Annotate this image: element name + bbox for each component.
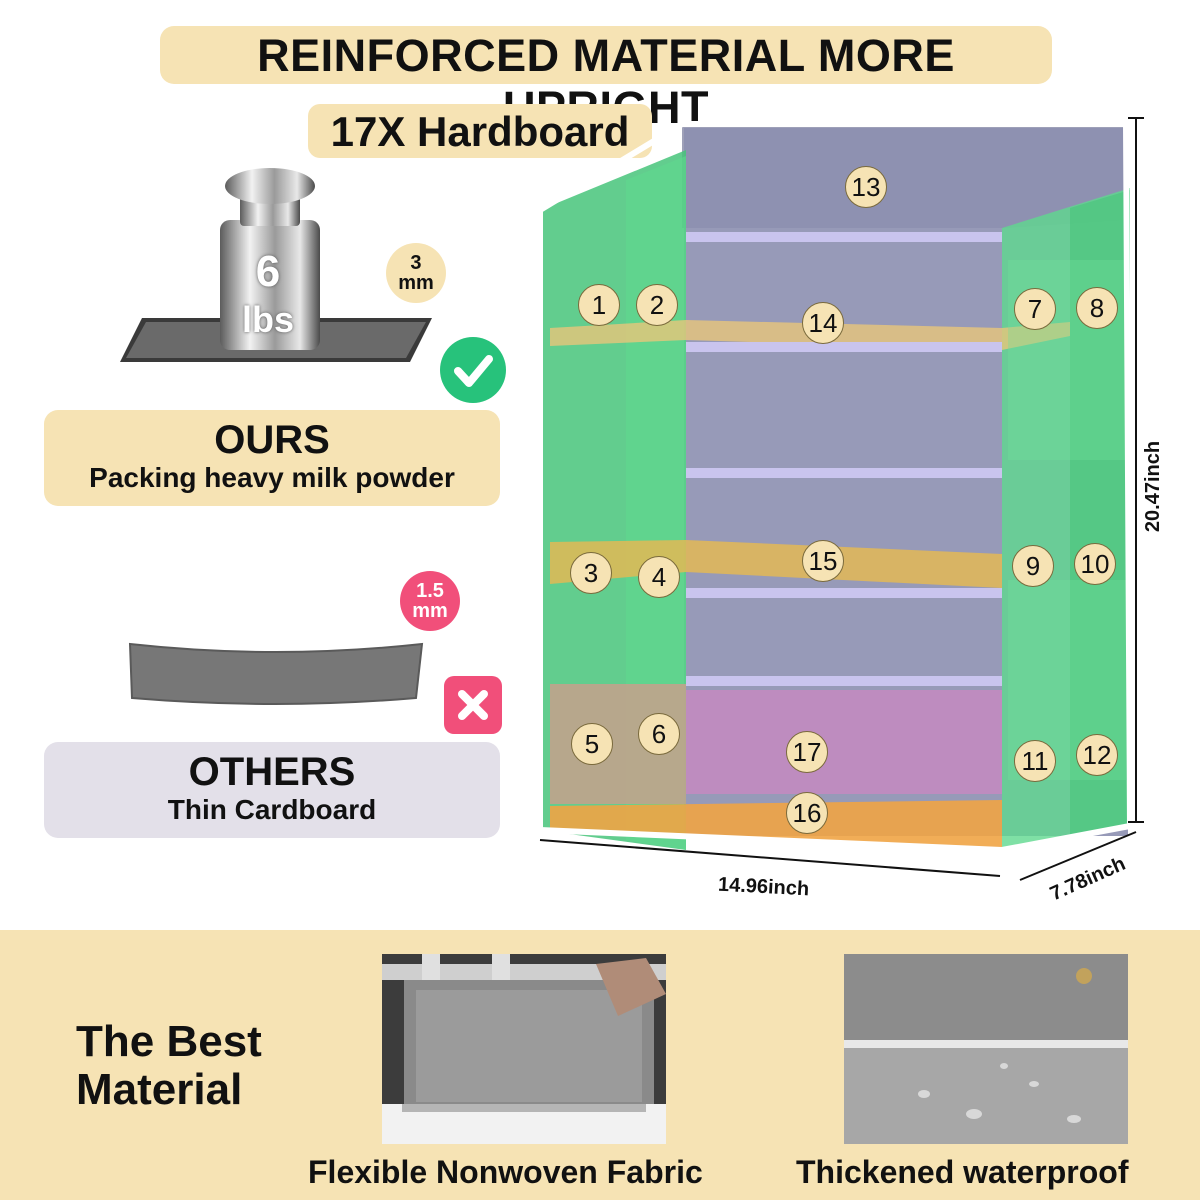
width-dimension-label: 14.96inch <box>717 873 810 901</box>
headline-banner: REINFORCED MATERIAL MORE UPRIGHT <box>160 26 1052 133</box>
compartment-number: 15 <box>802 540 844 582</box>
subheadline-text: 17X Hardboard <box>330 108 630 155</box>
compartment-number: 4 <box>638 556 680 598</box>
compartment-number: 6 <box>638 713 680 755</box>
weight-knob <box>225 168 315 204</box>
compartment-number: 2 <box>636 284 678 326</box>
compartment-number: 5 <box>571 723 613 765</box>
nonwoven-fabric-photo <box>382 954 666 1144</box>
ours-title: OURS <box>214 418 330 462</box>
compartment-number: 7 <box>1014 288 1056 330</box>
ours-description: Packing heavy milk powder <box>89 462 455 493</box>
compartment-number: 8 <box>1076 287 1118 329</box>
compartment-number: 1 <box>578 284 620 326</box>
compartment-number: 14 <box>802 302 844 344</box>
others-thickness-unit: mm <box>412 600 448 622</box>
photo1-caption: Flexible Nonwoven Fabric <box>308 1154 703 1190</box>
ours-label-box: OURS Packing heavy milk powder <box>44 410 500 506</box>
others-thickness-value: 1.5 <box>416 580 444 602</box>
weight-body <box>220 220 320 350</box>
ours-thickness-value: 3 <box>410 252 422 274</box>
compartment-number: 17 <box>786 731 828 773</box>
weight-on-board-illustration <box>120 168 432 362</box>
others-label-box: OTHERS Thin Cardboard <box>44 742 500 838</box>
weight-unit: lbs <box>241 299 294 340</box>
organizer-illustration <box>537 117 1144 881</box>
compartment-number: 10 <box>1074 543 1116 585</box>
ours-thickness-badge: 3 mm <box>386 243 446 303</box>
weight-value: 6 <box>255 247 281 296</box>
photo2-caption: Thickened waterproof <box>796 1154 1129 1190</box>
waterproof-fabric-photo <box>844 954 1128 1144</box>
compartment-number: 9 <box>1012 545 1054 587</box>
compartment-number: 3 <box>570 552 612 594</box>
others-description: Thin Cardboard <box>167 794 377 825</box>
cross-icon <box>444 676 502 734</box>
others-thickness-badge: 1.5 mm <box>400 571 460 631</box>
height-dimension-label: 20.47inch <box>1142 440 1165 533</box>
material-title-line1: The Best <box>76 1017 262 1066</box>
material-title: The Best Material <box>76 1018 262 1114</box>
compartment-number: 13 <box>845 166 887 208</box>
compartment-number: 16 <box>786 792 828 834</box>
compartment-number: 12 <box>1076 734 1118 776</box>
check-icon <box>440 337 506 403</box>
subheadline-banner: 17X Hardboard <box>308 104 652 158</box>
thin-cardboard-illustration <box>128 642 424 705</box>
others-title: OTHERS <box>188 750 356 794</box>
depth-dimension-line <box>1019 831 1137 881</box>
ours-thickness-unit: mm <box>398 272 434 294</box>
compartment-number: 11 <box>1014 740 1056 782</box>
width-dimension-line <box>539 839 1001 877</box>
material-title-line2: Material <box>76 1065 243 1114</box>
